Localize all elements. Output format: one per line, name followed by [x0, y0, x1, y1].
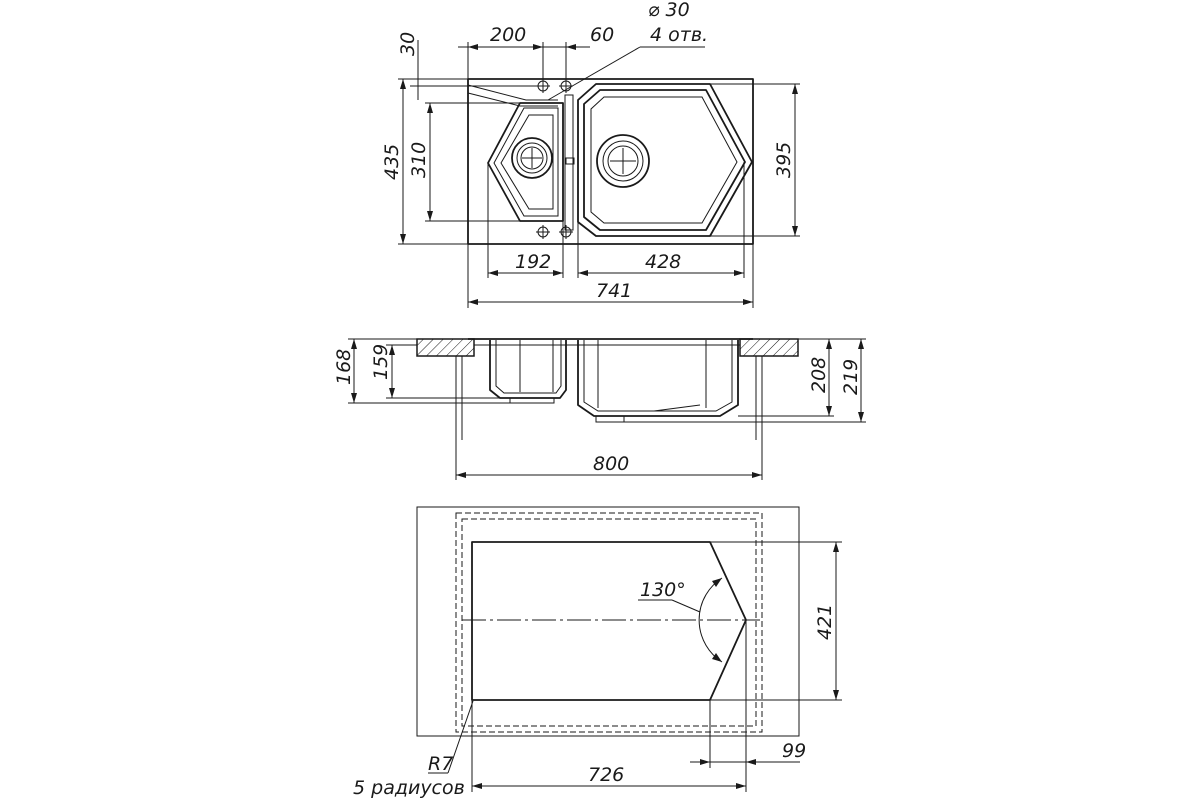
- small-bowl: [487, 102, 564, 222]
- overflow-slot: [565, 157, 575, 165]
- dim-60-label: 60: [590, 24, 614, 46]
- dim-200-label: 200: [490, 24, 526, 46]
- countertop-right: [739, 338, 799, 357]
- section-dimension-800: [455, 440, 763, 480]
- small-bowl-section: [489, 340, 567, 404]
- dimension-lines-top: [410, 40, 705, 101]
- large-bowl: [577, 83, 753, 237]
- dim-192-label: 192: [515, 251, 551, 273]
- dim-radii-label: 5 радиусов: [353, 777, 465, 799]
- dim-holes-count-label: 4 отв.: [650, 24, 708, 46]
- section-view: 168 159 208 219 800: [333, 338, 866, 480]
- tap-hole-icon: [536, 225, 550, 239]
- tap-hole-icon: [559, 79, 573, 93]
- dim-421-label: 421: [814, 604, 836, 640]
- dim-310-label: 310: [408, 142, 430, 178]
- dim-726-label: 726: [588, 764, 624, 786]
- dim-168-label: 168: [333, 349, 355, 385]
- tap-hole-icon: [559, 225, 573, 239]
- dim-159-label: 159: [370, 344, 392, 380]
- dim-30-label: 30: [397, 32, 419, 56]
- dim-395-label: 395: [773, 142, 795, 178]
- small-bowl-drain: [511, 137, 553, 179]
- angle-arc: [698, 577, 723, 663]
- dimension-lines-bottom: [467, 162, 754, 308]
- dimension-lines-left: [398, 78, 520, 245]
- bowl-divider: [564, 94, 574, 231]
- large-bowl-drain: [596, 134, 650, 188]
- tap-holes: [536, 79, 573, 239]
- dimension-lines-right: [710, 83, 800, 237]
- dim-99-label: 99: [782, 740, 806, 762]
- dim-208-label: 208: [808, 357, 830, 393]
- drainboard-edge-inner: [467, 92, 558, 107]
- section-dimension-lines-left: [348, 338, 510, 404]
- sink-outline: [467, 78, 754, 245]
- section-dimension-lines-right: [624, 338, 866, 423]
- countertop-left: [416, 338, 475, 357]
- dim-428-label: 428: [645, 251, 681, 273]
- cutout-view: 130° 421 R7 5 радиусов 726 99: [353, 506, 842, 799]
- cabinet-outline-dashed: [455, 512, 763, 733]
- dim-hole-diameter-label: ⌀ 30: [648, 0, 690, 21]
- top-view: 30 200 60 ⌀ 30 4 отв. 435 310 395 192 42…: [381, 0, 800, 308]
- large-bowl-section: [577, 340, 739, 423]
- drainboard-edge: [467, 84, 558, 101]
- dim-741-label: 741: [596, 280, 632, 302]
- dim-r7-label: R7: [428, 753, 453, 775]
- dim-angle-label: 130°: [640, 579, 686, 601]
- tap-hole-icon: [536, 79, 550, 93]
- cutout-shape: [471, 541, 747, 701]
- dim-435-label: 435: [381, 144, 403, 180]
- countertop-outline: [416, 506, 800, 737]
- dim-800-label: 800: [593, 453, 629, 475]
- dim-219-label: 219: [840, 359, 862, 395]
